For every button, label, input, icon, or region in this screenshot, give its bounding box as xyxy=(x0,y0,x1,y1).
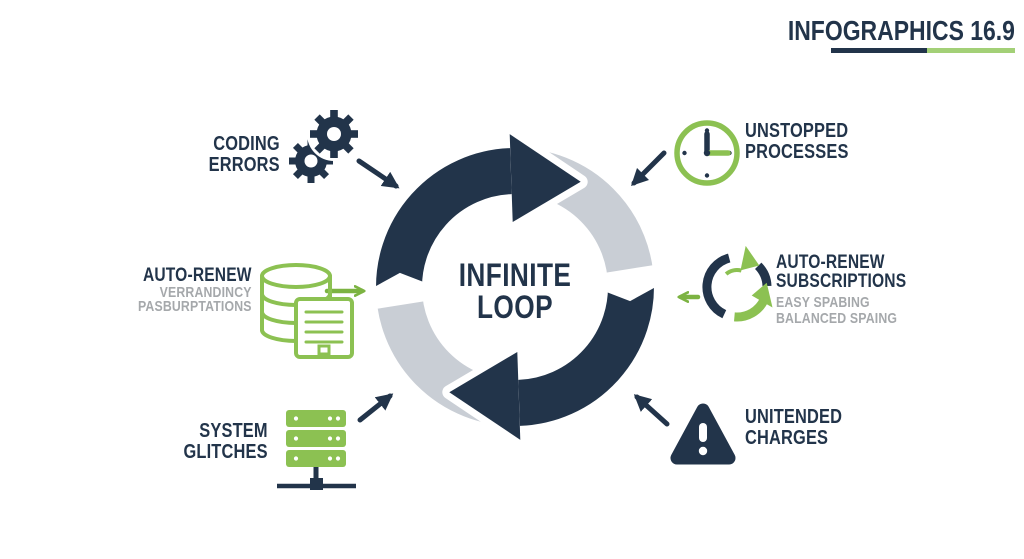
item-coding-errors-line2: ERRORS xyxy=(208,154,280,176)
item-unstopped-line1: UNSTOPPED xyxy=(745,120,849,142)
clock-icon xyxy=(674,120,740,186)
item-unintended-charges: UNITENDED CHARGES xyxy=(745,407,842,449)
loop-label-line1: INFINITE xyxy=(458,257,572,293)
item-unintended-line2: CHARGES xyxy=(745,427,829,449)
item-auto-renew-left-sub1: VERRANDINCY xyxy=(159,284,252,301)
item-system-glitches: SYSTEM GLITCHES xyxy=(184,421,268,463)
loop-arrow-top xyxy=(347,134,581,302)
connector-arrow-bottom-right xyxy=(633,394,670,427)
item-auto-renew-left-line1: AUTO-RENEW xyxy=(143,265,252,286)
item-auto-renew-left-sub2: PASBURPTATIONS xyxy=(138,298,252,315)
loop-arrow-bottom xyxy=(449,272,683,440)
title-underline-dark xyxy=(831,48,927,53)
refresh-green-head-top xyxy=(740,245,760,271)
item-system-glitches-line1: SYSTEM xyxy=(199,420,268,442)
database-document-icon xyxy=(260,263,354,359)
item-auto-renew-right-line2: SUBSCRIPTIONS xyxy=(776,271,907,292)
item-coding-errors-line1: CODING xyxy=(213,133,280,155)
item-auto-renew-right-sub1: EASY SPABING xyxy=(776,294,870,311)
item-coding-errors: CODING ERRORS xyxy=(209,134,280,176)
connector-arrow-top-left xyxy=(356,158,400,189)
infographic-title: INFOGRAPHICS 16.9 xyxy=(787,15,1015,46)
refresh-arrows-icon xyxy=(702,245,773,322)
server-rack-icon xyxy=(277,410,356,490)
gears-icon xyxy=(289,107,361,183)
item-auto-renew-right-sub2: BALANCED SPAING xyxy=(776,310,898,327)
item-auto-renew-right-line1: AUTO-RENEW xyxy=(776,252,885,273)
title-underline-green xyxy=(926,48,1015,53)
connector-arrow-top-right xyxy=(630,150,667,187)
loop-label: INFINITE LOOP xyxy=(433,259,597,323)
item-system-glitches-line2: GLITCHES xyxy=(183,441,268,463)
item-unintended-line1: UNITENDED xyxy=(745,406,843,428)
loop-arrows xyxy=(347,127,683,447)
warning-triangle-icon xyxy=(670,403,736,465)
title-underline xyxy=(831,48,1015,53)
connector-arrow-bottom-left xyxy=(357,393,394,423)
loop-arrow-bottom-tail-notch xyxy=(578,272,683,302)
item-unstopped-processes: UNSTOPPED PROCESSES xyxy=(745,121,849,163)
loop-label-line2: LOOP xyxy=(476,289,553,325)
item-auto-renew-right: AUTO-RENEW SUBSCRIPTIONS EASY SPABING BA… xyxy=(776,253,906,327)
loop-arrow-top-tail-notch xyxy=(347,272,452,302)
connector-arrows xyxy=(324,150,701,427)
item-auto-renew-left: AUTO-RENEW VERRANDINCY PASBURPTATIONS xyxy=(138,265,252,315)
item-unstopped-line2: PROCESSES xyxy=(745,141,849,163)
refresh-green-head-right xyxy=(751,282,773,308)
